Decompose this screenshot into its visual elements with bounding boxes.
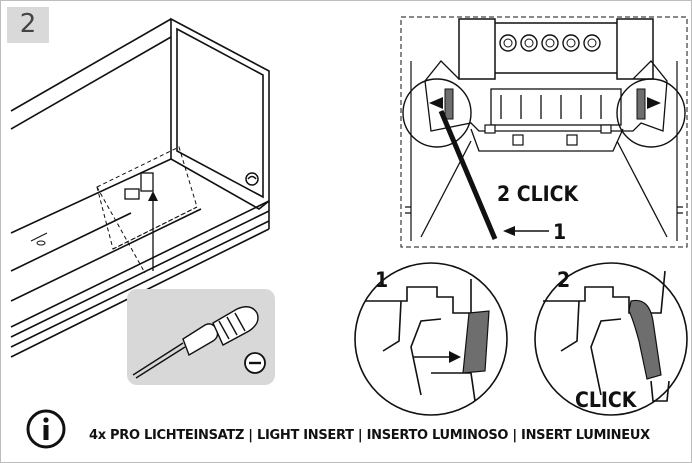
info-text: 4x PRO LICHTEINSATZ | LIGHT INSERT | INS…: [89, 428, 650, 443]
click-count-label: 2 CLICK: [497, 182, 580, 206]
arrow-one-icon: [503, 226, 515, 236]
step-badge: 2: [7, 7, 49, 43]
detail-one-label: 1: [375, 268, 388, 292]
housing-clip: [124, 172, 154, 200]
info-icon: [26, 409, 66, 449]
detail-one: 1: [354, 262, 508, 416]
screwdriver-icon: [132, 306, 266, 379]
detail-two: 2 CLICK: [534, 262, 688, 416]
minus-slot-icon: [244, 352, 266, 374]
arrow-one-label: 1: [553, 220, 566, 244]
step-number: 2: [19, 9, 37, 39]
spring-clip-right: [636, 88, 646, 120]
spring-clip-left: [444, 88, 454, 120]
tool-panel: [127, 289, 275, 385]
cap-logo-icon: [245, 172, 259, 186]
click-label: CLICK: [575, 388, 638, 412]
screwdriver-shaft: [438, 110, 498, 240]
detail-two-label: 2: [557, 268, 570, 292]
